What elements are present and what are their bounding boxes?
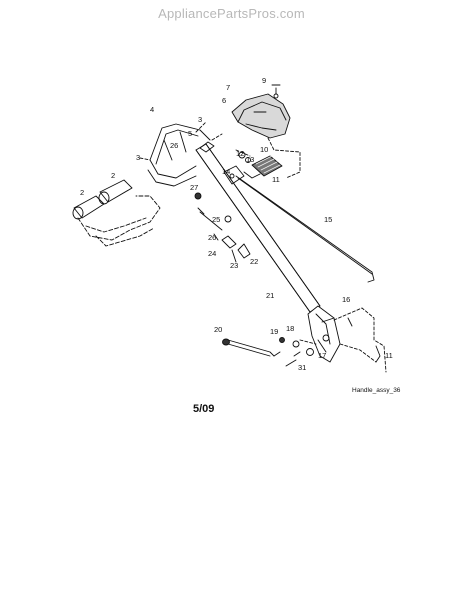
callout-9: 9 — [262, 76, 266, 85]
callout-6: 6 — [222, 96, 226, 105]
grip-loop-part — [147, 123, 211, 187]
callout-7: 7 — [226, 83, 230, 92]
callout-24: 24 — [208, 249, 216, 258]
callout-25: 25 — [212, 215, 220, 224]
pivot-bracket-part — [307, 305, 341, 363]
callout-4: 4 — [150, 105, 154, 114]
callout-21: 21 — [266, 291, 274, 300]
control-rod-part — [235, 175, 375, 283]
callout-18: 18 — [286, 324, 294, 333]
callout-3: 3 — [198, 115, 202, 124]
callout-2: 2 — [80, 188, 84, 197]
callout-17: 17 — [318, 351, 326, 360]
callout-20: 20 — [214, 325, 222, 334]
callout-15: 15 — [324, 215, 332, 224]
diagram-id-label: Handle_assy_36 — [352, 387, 401, 394]
watermark-text: AppliancePartsPros.com — [158, 6, 305, 21]
hand-grips-part — [72, 179, 161, 247]
throttle-switch-part — [238, 151, 283, 179]
callout-10: 10 — [260, 145, 268, 154]
callout-26: 26 — [208, 233, 216, 242]
revision-label: 5/09 — [193, 403, 214, 415]
callout-26: 26 — [170, 141, 178, 150]
callout-27: 27 — [190, 183, 198, 192]
callout-13: 13 — [246, 155, 254, 164]
callout-2: 2 — [111, 171, 115, 180]
lever-rod-part — [222, 338, 281, 357]
callout-16: 16 — [342, 295, 350, 304]
part-callouts: 2 2 3 3 4 5 6 7 9 10 11 11 12 13 14 15 1… — [80, 76, 393, 372]
callout-19: 19 — [270, 327, 278, 336]
callout-3: 3 — [136, 153, 140, 162]
callout-22: 22 — [250, 257, 258, 266]
callout-14: 14 — [222, 167, 230, 176]
callout-31: 31 — [298, 363, 306, 372]
callout-12: 12 — [236, 149, 244, 158]
callout-23: 23 — [230, 261, 238, 270]
callout-11: 11 — [385, 351, 393, 360]
callout-11: 11 — [272, 175, 280, 184]
handle-cover-part — [231, 84, 291, 139]
callout-5: 5 — [188, 129, 192, 138]
